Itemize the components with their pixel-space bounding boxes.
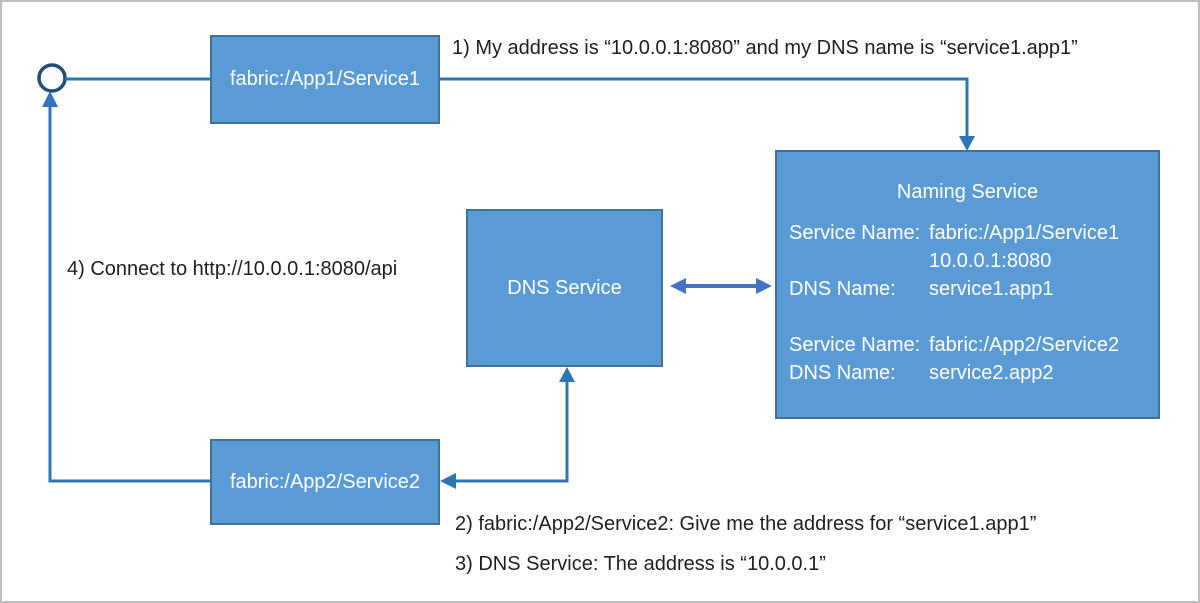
entry-value bbox=[929, 303, 1146, 331]
annotation-step4: 4) Connect to http://10.0.0.1:8080/api bbox=[67, 258, 398, 280]
annotation-step3: 3) DNS Service: The address is “10.0.0.1… bbox=[455, 553, 826, 575]
entry-label: Service Name: bbox=[789, 334, 921, 356]
node-app2-label: fabric:/App2/Service2 bbox=[229, 470, 421, 493]
naming-entry-row: Service Name: fabric:/App2/Service2 bbox=[789, 331, 1146, 359]
connector-app2-dns bbox=[454, 380, 569, 483]
entry-value: service1.app1 bbox=[929, 278, 1054, 300]
node-dns-label: DNS Service bbox=[507, 276, 622, 299]
connector-app2-to-circle bbox=[48, 106, 210, 483]
naming-entry-row: DNS Name: service1.app1 bbox=[789, 275, 1146, 303]
node-dns-service: DNS Service bbox=[466, 209, 663, 367]
arrowhead-up-icon bbox=[42, 91, 58, 107]
entry-label: DNS Name: bbox=[789, 362, 896, 384]
arrowhead-right-icon bbox=[756, 278, 772, 294]
entry-value: 10.0.0.1:8080 bbox=[929, 250, 1052, 272]
entry-label: Service Name: bbox=[789, 222, 921, 244]
arrowhead-left-icon bbox=[440, 473, 456, 489]
naming-entry-row-spacer bbox=[789, 303, 1146, 331]
lollipop-interface-icon bbox=[37, 63, 67, 93]
arrowhead-up-icon bbox=[559, 367, 575, 382]
node-app1-label: fabric:/App1/Service1 bbox=[229, 68, 421, 90]
arrowhead-left-icon bbox=[670, 278, 686, 294]
arrowhead-down-icon bbox=[959, 136, 975, 151]
entry-label bbox=[789, 247, 929, 275]
connector-app1-to-naming bbox=[440, 77, 969, 137]
annotation-step1: 1) My address is “10.0.0.1:8080” and my … bbox=[452, 37, 1078, 59]
annotation-step2: 2) fabric:/App2/Service2: Give me the ad… bbox=[455, 513, 1037, 535]
node-app2-service2: fabric:/App2/Service2 bbox=[210, 439, 440, 525]
entry-label bbox=[789, 303, 929, 331]
naming-entry-row: DNS Name: service2.app2 bbox=[789, 359, 1146, 387]
node-app1-service1: fabric:/App1/Service1 bbox=[210, 35, 440, 124]
node-naming-service: Naming Service Service Name: fabric:/App… bbox=[775, 150, 1160, 419]
naming-entry-row: Service Name: fabric:/App1/Service1 bbox=[789, 219, 1146, 247]
naming-entry-row: 10.0.0.1:8080 bbox=[789, 247, 1146, 275]
entry-label: DNS Name: bbox=[789, 278, 896, 300]
entry-value: service2.app2 bbox=[929, 362, 1054, 384]
entry-value: fabric:/App1/Service1 bbox=[929, 222, 1120, 244]
entry-value: fabric:/App2/Service2 bbox=[929, 334, 1120, 356]
naming-service-title: Naming Service bbox=[896, 181, 1039, 203]
